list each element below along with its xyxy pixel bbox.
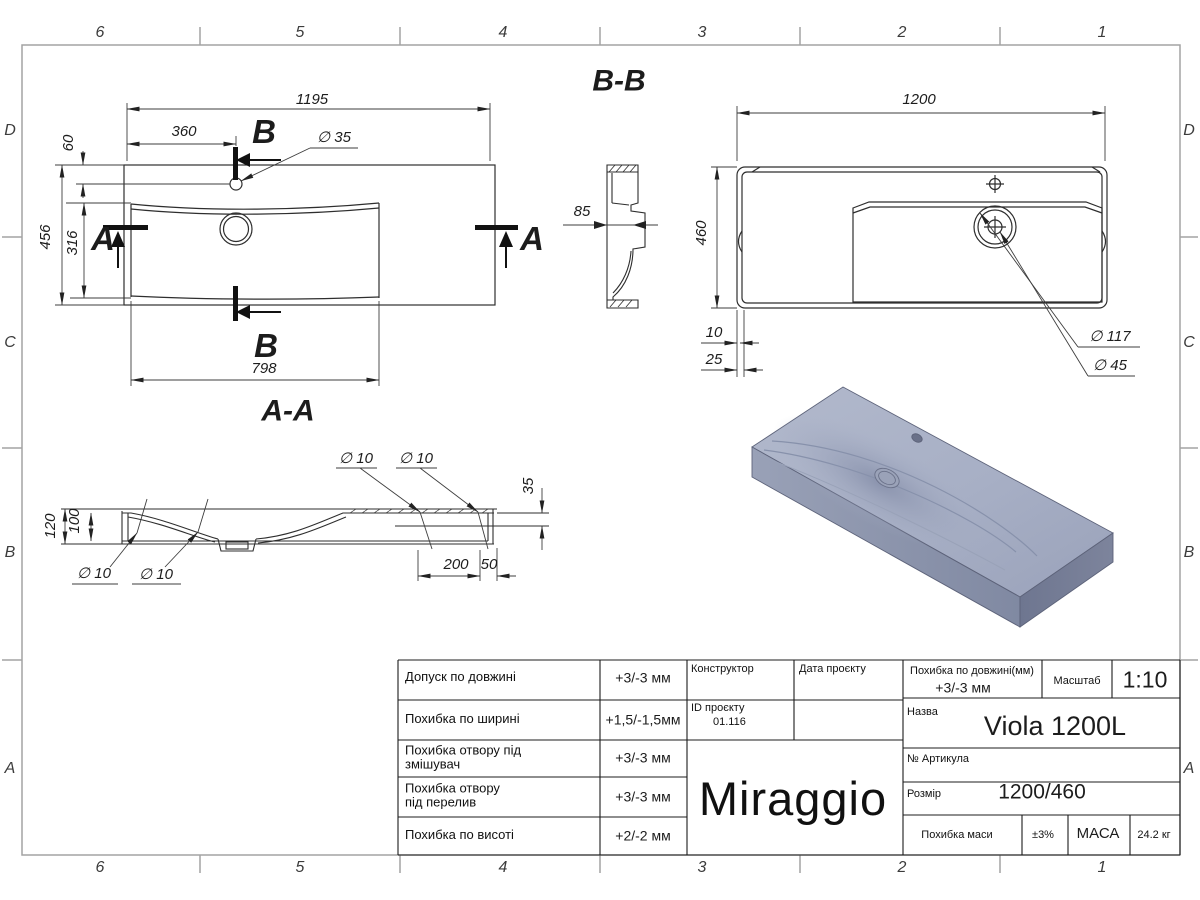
dim-depth: 456 bbox=[36, 224, 54, 250]
grid-col-label: 5 bbox=[295, 859, 305, 877]
dim-bb-depth: 460 bbox=[692, 220, 710, 246]
tolerance-value: +3/-3 мм bbox=[615, 669, 671, 686]
tolerance-label: Похибка отвору під перелив bbox=[405, 780, 500, 810]
grid-row-label: A bbox=[4, 760, 16, 778]
grid-row-label: A bbox=[1183, 760, 1195, 778]
plan-section-arrow-shafts bbox=[117, 159, 507, 313]
grid-row-label: B bbox=[4, 544, 16, 562]
render-3d bbox=[751, 386, 1114, 628]
dim-aa-ledge: 35 bbox=[519, 477, 537, 495]
dim-drain-outer: ∅ 117 bbox=[1089, 327, 1131, 345]
dim-bb-wall: 10 bbox=[705, 323, 723, 341]
dim-drain-inner: ∅ 45 bbox=[1093, 356, 1127, 374]
product-name: Viola 1200L bbox=[983, 711, 1127, 742]
grid-row-label: C bbox=[1183, 334, 1195, 352]
project-id-label: ID проєкту bbox=[691, 701, 745, 714]
mass-label: МАСА bbox=[1076, 824, 1120, 842]
tolerance-label: Допуск по довжині bbox=[405, 668, 516, 684]
tolerance-label: Похибка по висоті bbox=[405, 826, 514, 842]
project-date-label: Дата проєкту bbox=[799, 662, 866, 675]
tolerance-value: +2/-2 мм bbox=[615, 827, 671, 844]
tolerance-label: Похибка по ширині bbox=[405, 710, 520, 726]
tolerance-value: +3/-3 мм bbox=[615, 749, 671, 766]
grid-row-label: D bbox=[4, 122, 16, 140]
tolerance-value: +3/-3 мм bbox=[615, 788, 671, 805]
grid-col-label: 5 bbox=[295, 24, 305, 42]
grid-col-label: 3 bbox=[697, 859, 707, 877]
dim-basin-depth: 316 bbox=[63, 230, 81, 256]
dim-basin-width: 798 bbox=[251, 359, 277, 377]
section-bb-view bbox=[736, 166, 1108, 309]
title-block-grid bbox=[397, 659, 1181, 856]
aa-dimensions bbox=[62, 467, 545, 585]
dim-faucet-x: 360 bbox=[171, 122, 197, 140]
grid-col-label: 6 bbox=[95, 859, 105, 877]
mass-tolerance-value: ±3% bbox=[1032, 828, 1054, 841]
dim-aa-hole-1: ∅ 10 bbox=[77, 564, 111, 582]
grid-col-label: 3 bbox=[697, 24, 707, 42]
plan-dimensions bbox=[55, 103, 491, 386]
constructor-label: Конструктор bbox=[691, 662, 754, 675]
article-label: № Артикула bbox=[907, 752, 969, 765]
dim-side-depth: 85 bbox=[573, 202, 591, 220]
grid-row-label: D bbox=[1183, 122, 1195, 140]
dim-aa-spacing: 200 bbox=[443, 555, 469, 573]
project-id-value: 01.116 bbox=[713, 715, 746, 728]
dim-faucet-y: 60 bbox=[59, 134, 77, 152]
section-bb-title: B-B bbox=[592, 64, 646, 98]
dim-aa-hole-2: ∅ 10 bbox=[139, 565, 173, 583]
grid-col-label: 1 bbox=[1097, 859, 1107, 877]
side-view-hatching bbox=[608, 164, 637, 308]
tolerance-label: Похибка отвору під змішувач bbox=[405, 742, 522, 772]
size-value: 1200/460 bbox=[998, 780, 1086, 804]
grid-row-label: C bbox=[4, 334, 16, 352]
section-aa-view bbox=[61, 508, 549, 552]
grid-col-label: 4 bbox=[498, 24, 508, 42]
name-label: Назва bbox=[907, 705, 938, 718]
dim-aa-hole-3: ∅ 10 bbox=[339, 449, 373, 467]
section-mark-b-top: B bbox=[252, 112, 276, 150]
section-mark-b-bottom: B bbox=[254, 326, 278, 364]
side-view bbox=[606, 164, 646, 309]
dim-bb-width: 1200 bbox=[902, 90, 936, 108]
side-view-dimension bbox=[563, 221, 658, 229]
grid-col-label: 1 bbox=[1097, 24, 1107, 42]
dim-aa-edge: 50 bbox=[480, 555, 498, 573]
section-aa-title: A-A bbox=[261, 394, 315, 428]
section-mark-a-left: A bbox=[91, 219, 115, 257]
mass-value: 24.2 кг bbox=[1137, 828, 1171, 841]
scale-value: 1:10 bbox=[1122, 666, 1168, 693]
dim-faucet-dia: ∅ 35 bbox=[317, 128, 351, 146]
bb-dimensions bbox=[701, 106, 1140, 377]
dim-aa-height: 120 bbox=[41, 513, 59, 539]
dim-bb-ledge: 25 bbox=[705, 350, 723, 368]
scale-label: Масштаб bbox=[1053, 674, 1101, 687]
section-mark-a-right: A bbox=[520, 219, 544, 257]
plan-section-marks bbox=[103, 147, 518, 321]
grid-col-label: 2 bbox=[897, 24, 907, 42]
grid-row-label: B bbox=[1183, 544, 1195, 562]
dim-aa-inner-height: 100 bbox=[65, 508, 83, 534]
plan-view bbox=[123, 164, 496, 306]
mass-tolerance-label: Похибка маси bbox=[921, 828, 993, 841]
size-label: Розмір bbox=[907, 787, 942, 800]
grid-col-label: 2 bbox=[897, 859, 907, 877]
dim-width-top: 1195 bbox=[295, 90, 329, 108]
length-tolerance-value: +3/-3 мм bbox=[935, 679, 991, 696]
brand-logo: Miraggio bbox=[698, 772, 888, 826]
length-tolerance-label: Похибка по довжині(мм) bbox=[910, 664, 1034, 677]
grid-col-label: 4 bbox=[498, 859, 508, 877]
drain-3d bbox=[874, 467, 900, 489]
tolerance-value: +1,5/-1,5мм bbox=[605, 711, 681, 728]
grid-col-label: 6 bbox=[95, 24, 105, 42]
dim-aa-hole-4: ∅ 10 bbox=[399, 449, 433, 467]
faucet-hole-3d bbox=[911, 433, 923, 443]
